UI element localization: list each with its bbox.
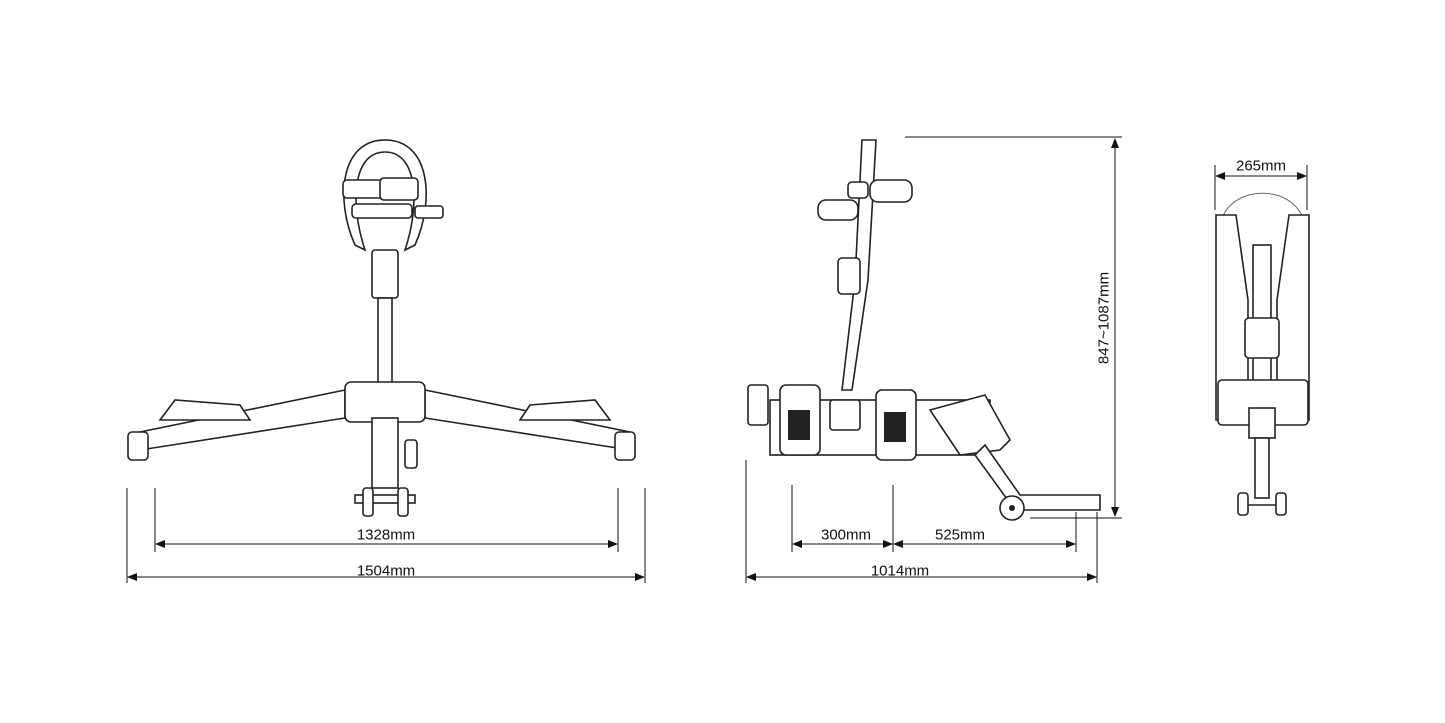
top-view [1215,192,1310,516]
side-hitch-offset-label: 525mm [934,526,986,544]
side-total-length-label: 1014mm [870,562,930,580]
top-width-label: 265mm [1235,157,1287,175]
side-wheel-spacing-label: 300mm [820,526,872,544]
front-outer-width-label: 1504mm [356,562,416,580]
side-view [747,139,1101,521]
front-view [127,139,636,517]
dimension-lines [126,136,1308,583]
height-range-label: 847~1087mm [1095,271,1113,365]
front-inner-width-label: 1328mm [356,526,416,544]
